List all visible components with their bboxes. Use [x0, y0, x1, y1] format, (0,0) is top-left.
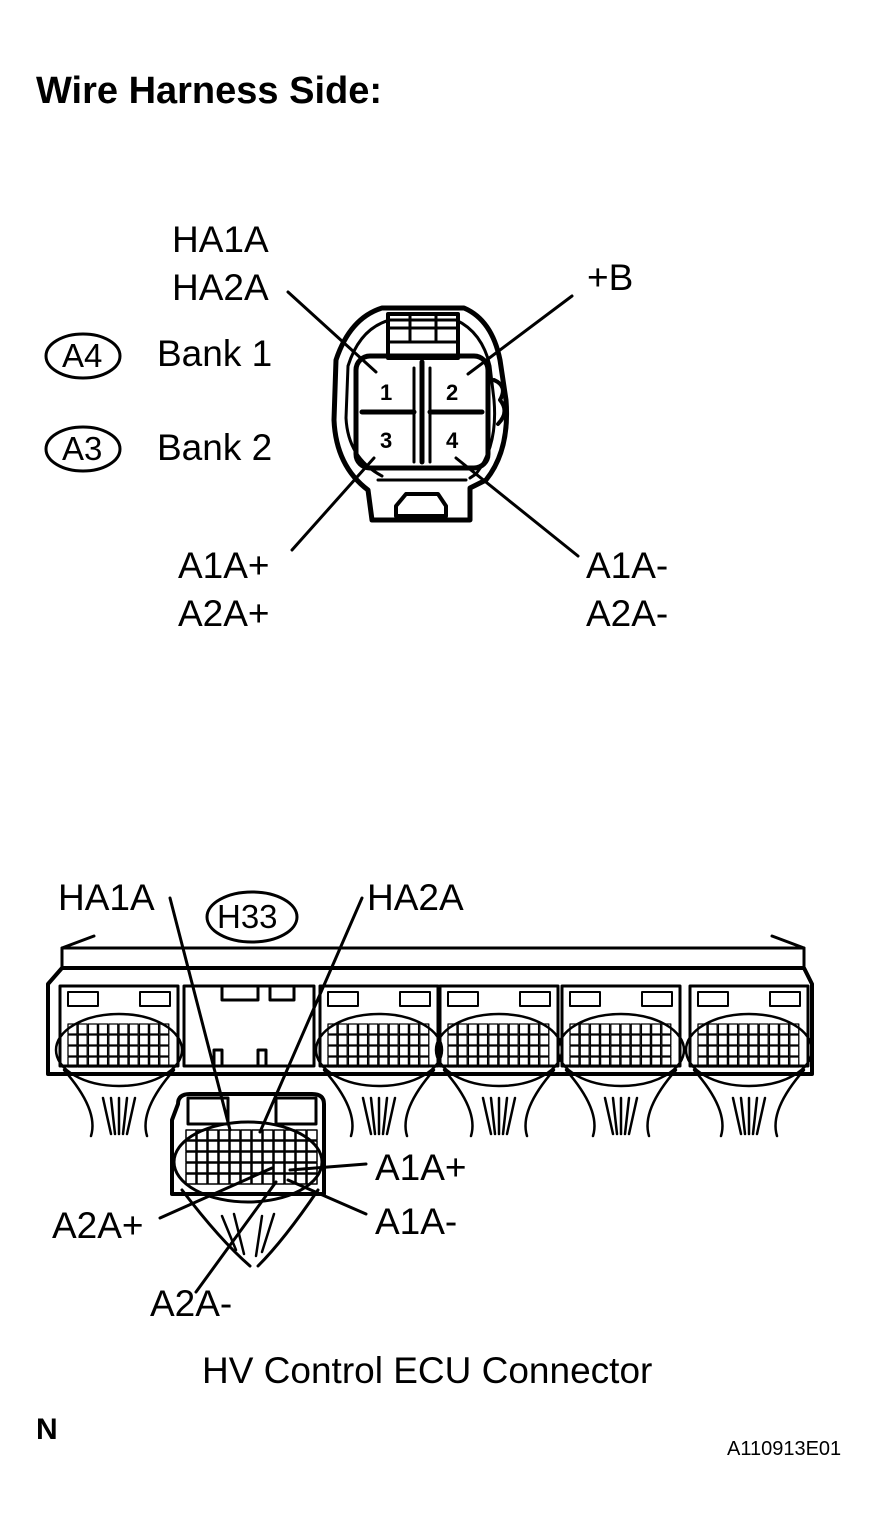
ecu-label-a1a-minus: A1A- [375, 1201, 458, 1242]
variant-code: A3 [62, 430, 103, 467]
ecu-label-a1a-plus: A1A+ [375, 1147, 467, 1188]
top-connector-body [331, 305, 510, 523]
ecu-block [556, 984, 686, 1088]
leader-ecu-ha1a [168, 896, 232, 1132]
variant-name: Bank 2 [157, 427, 273, 468]
label-a2a-minus: A2A- [586, 593, 669, 634]
label-plus-b: +B [587, 257, 634, 298]
leader-ecu-a1a-plus [288, 1162, 368, 1172]
variant-badge-oval [44, 332, 122, 380]
leader-plus-b [466, 294, 574, 376]
ecu-block [314, 984, 444, 1088]
ecu-label-a2a-minus: A2A- [150, 1283, 233, 1324]
pin-number: 2 [446, 380, 459, 405]
ecu-label-ha2a: HA2A [367, 877, 464, 918]
sheet-letter: N [36, 1413, 58, 1446]
ecu-block [434, 984, 564, 1088]
label-ha1a: HA1A [172, 219, 269, 260]
leader-ecu-a2a-minus [194, 1180, 278, 1294]
leader-ecu-a1a-minus [286, 1178, 368, 1216]
figure-id: A110913E01 [727, 1438, 842, 1460]
h33-sub-connector [170, 1092, 326, 1196]
ecu-block [684, 984, 814, 1088]
page-title: Wire Harness Side: [36, 70, 383, 112]
leader-ecu-a2a-plus [158, 1166, 274, 1220]
variant-badge-oval [44, 425, 122, 473]
leader-ecu-ha2a [258, 896, 364, 1134]
ecu-connector-blocks [54, 984, 814, 1088]
variant-name: Bank 1 [157, 333, 273, 374]
leader-a1a-plus [290, 456, 376, 552]
label-ha2a: HA2A [172, 267, 269, 308]
pin-number: 1 [380, 380, 393, 405]
pin-number: 4 [446, 428, 459, 453]
ecu-label-ha1a: HA1A [58, 877, 155, 918]
h33-badge-oval [205, 890, 299, 944]
leader-a1a-minus [454, 456, 580, 558]
ecu-block-empty [182, 984, 316, 1068]
ecu-caption: HV Control ECU Connector [202, 1350, 653, 1391]
ecu-label-a2a-plus: A2A+ [52, 1205, 144, 1246]
label-a1a-minus: A1A- [586, 545, 669, 586]
label-a2a-plus: A2A+ [178, 593, 270, 634]
pin-number: 3 [380, 428, 393, 453]
label-a1a-plus: A1A+ [178, 545, 270, 586]
ecu-code: H33 [217, 898, 278, 935]
ecu-block [54, 984, 184, 1088]
leader-ha1a [286, 290, 378, 374]
top-connector-cavity [353, 353, 491, 471]
variant-code: A4 [62, 337, 103, 374]
